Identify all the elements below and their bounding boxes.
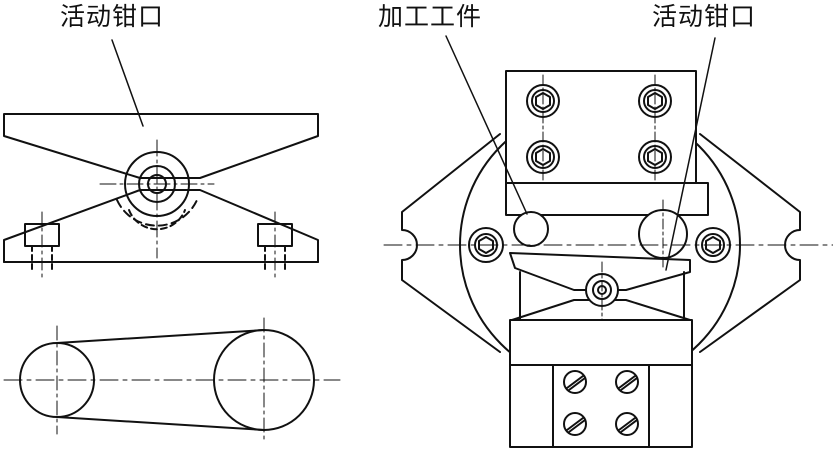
fixture-assembly	[383, 35, 833, 448]
label-movable-jaw-right: 活动钳口	[652, 2, 757, 31]
inner-lever-upper	[509, 252, 691, 291]
lower-body	[509, 319, 693, 366]
belt-pulley-schematic	[3, 317, 341, 441]
leader-right-jaw	[665, 37, 716, 271]
label-movable-jaw-left: 活动钳口	[60, 2, 165, 31]
left-wing	[401, 133, 501, 353]
slotted-screws	[563, 370, 639, 436]
screw-plate	[552, 364, 650, 448]
label-workpiece: 加工工件	[378, 2, 483, 31]
leader-workpiece	[445, 35, 528, 215]
side-bolts	[468, 227, 731, 263]
workpiece-slot	[505, 182, 709, 216]
lever-clamp-drawing	[3, 39, 319, 281]
workpiece-disc-left	[513, 211, 549, 247]
bottom-base-block	[509, 364, 693, 448]
upper-jaw-plate	[3, 113, 319, 179]
leader-left	[111, 39, 144, 127]
